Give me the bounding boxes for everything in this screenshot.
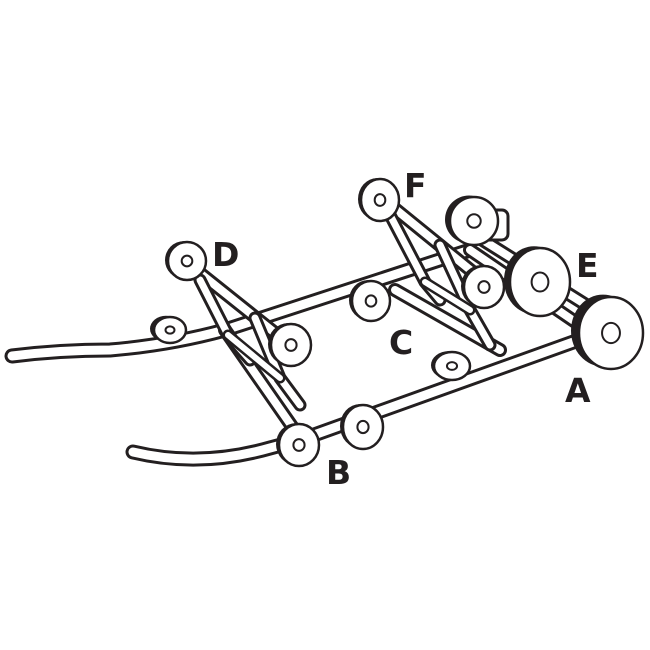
disc-d-end (268, 322, 313, 368)
label-e: E (576, 246, 599, 285)
disc-d (165, 240, 208, 282)
back-rail (4, 242, 478, 364)
label-d: D (212, 235, 239, 274)
label-c: C (389, 323, 413, 362)
disc-a (571, 294, 645, 371)
disc-e-back (445, 195, 500, 247)
front-rail (125, 328, 598, 467)
disc-b-inner (340, 403, 385, 451)
upright-d-brace (222, 329, 286, 384)
disc-back-left (150, 315, 188, 345)
disc-f (358, 177, 401, 223)
disc-f-end (461, 264, 506, 310)
label-f: F (404, 166, 427, 205)
disc-inner-back (349, 279, 392, 323)
disc-b (276, 422, 321, 468)
label-a: A (565, 371, 591, 410)
upright-f-brace (419, 276, 476, 316)
label-b: B (326, 453, 351, 492)
frame-discs (150, 177, 645, 468)
disc-e (504, 246, 572, 318)
disc-inner-front (431, 350, 472, 382)
